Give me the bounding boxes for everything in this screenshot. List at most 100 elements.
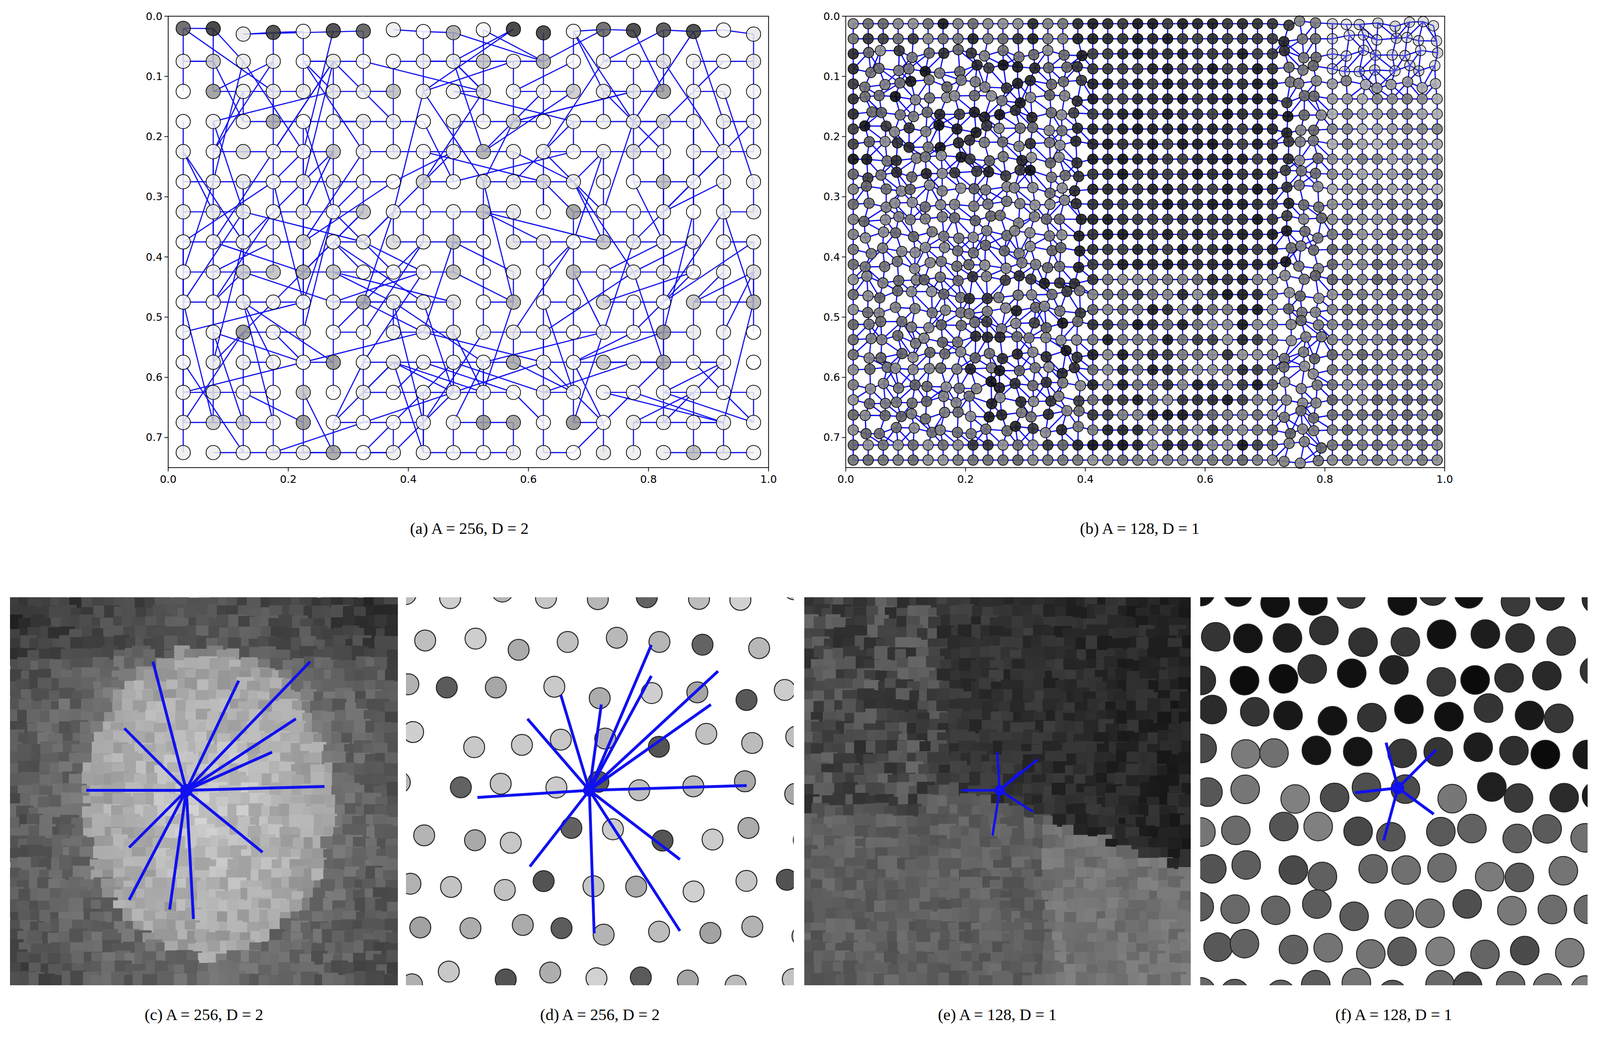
graph-node <box>446 234 461 250</box>
graph-node <box>176 324 191 340</box>
graph-node <box>686 24 701 39</box>
graph-node <box>476 354 491 370</box>
graph-edge <box>423 302 454 393</box>
graph-node <box>566 354 581 370</box>
graph-node <box>506 21 521 37</box>
graph-node <box>746 354 761 370</box>
graph-node <box>536 204 551 219</box>
graph-node <box>596 174 611 189</box>
graph-node <box>656 354 671 370</box>
graph-node <box>176 144 191 159</box>
graph-node <box>746 27 761 42</box>
graph-node <box>356 144 371 159</box>
graph-node <box>506 445 521 460</box>
graph-node <box>356 54 371 69</box>
graph-node <box>386 54 401 69</box>
graph-node <box>746 415 761 430</box>
graph-node <box>716 445 731 460</box>
graph-node <box>416 324 431 340</box>
graph-node <box>686 384 701 400</box>
graph-node <box>506 264 521 280</box>
graph-node <box>476 22 491 38</box>
graph-node <box>476 84 491 99</box>
graph-node <box>596 354 611 370</box>
graph-node <box>266 114 281 129</box>
graph-node <box>326 234 341 250</box>
graph-node <box>356 84 371 99</box>
graph-node <box>266 324 281 340</box>
graph-node <box>716 354 731 370</box>
graph-edge <box>573 151 604 242</box>
graph-node <box>596 84 611 99</box>
graph-node <box>326 264 341 280</box>
graph-node <box>626 354 641 370</box>
graph-node <box>566 24 581 39</box>
graph-node <box>176 204 191 219</box>
graph-node <box>356 204 371 219</box>
graph-node <box>716 22 731 38</box>
graph-node <box>566 445 581 460</box>
graph-node <box>566 384 581 400</box>
graph-node <box>536 114 551 129</box>
graph-node <box>176 114 191 129</box>
graph-node <box>596 415 611 430</box>
graph-node <box>506 415 521 430</box>
graph-node <box>536 84 551 99</box>
graph-node <box>446 174 461 189</box>
graph-node <box>446 84 461 99</box>
graph-node <box>506 354 521 370</box>
graph-node <box>656 445 671 460</box>
graph-node <box>176 415 191 430</box>
graph-node <box>716 294 731 310</box>
graph-node <box>296 204 311 219</box>
graph-node <box>296 354 311 370</box>
graph-node <box>266 84 281 99</box>
graph-node <box>536 25 551 41</box>
graph-node <box>326 84 341 99</box>
graph-node <box>416 174 431 189</box>
graph-node <box>386 234 401 250</box>
graph-node <box>476 264 491 280</box>
graph-node <box>266 25 281 40</box>
graph-nodes <box>176 20 761 460</box>
graph-node <box>266 354 281 370</box>
graph-node <box>656 415 671 430</box>
graph-node <box>626 23 641 38</box>
graph-node <box>296 234 311 250</box>
graph-node <box>476 445 491 460</box>
graph-edge <box>603 121 634 212</box>
graph-node <box>536 294 551 310</box>
graph-node <box>416 294 431 310</box>
graph-node <box>206 84 221 99</box>
graph-node <box>596 264 611 280</box>
graph-node <box>746 174 761 189</box>
graph-node <box>176 294 191 310</box>
graph-edge <box>633 61 724 152</box>
graph-node <box>566 234 581 250</box>
graph-node <box>656 84 671 99</box>
graph-node <box>206 21 221 36</box>
graph-node <box>686 174 701 189</box>
graph-edge <box>363 362 454 453</box>
graph-node <box>326 144 341 159</box>
graph-node <box>266 415 281 430</box>
graph-node <box>416 84 431 99</box>
graph-node <box>206 144 221 159</box>
graph-node <box>476 294 491 310</box>
graph-node <box>236 415 251 430</box>
graph-node <box>536 144 551 159</box>
graph-node <box>626 54 641 69</box>
graph-node <box>356 23 371 39</box>
graph-node <box>386 22 401 37</box>
graph-node <box>656 144 671 159</box>
graph-node <box>746 324 761 340</box>
graph-edge <box>603 242 634 333</box>
graph-node <box>326 384 341 400</box>
graph-node <box>446 25 461 40</box>
graph-edge <box>723 211 754 302</box>
graph-node <box>386 114 401 129</box>
graph-node <box>476 415 491 430</box>
graph-node <box>266 294 281 310</box>
graph-node <box>566 114 581 129</box>
graph-node <box>206 324 221 340</box>
